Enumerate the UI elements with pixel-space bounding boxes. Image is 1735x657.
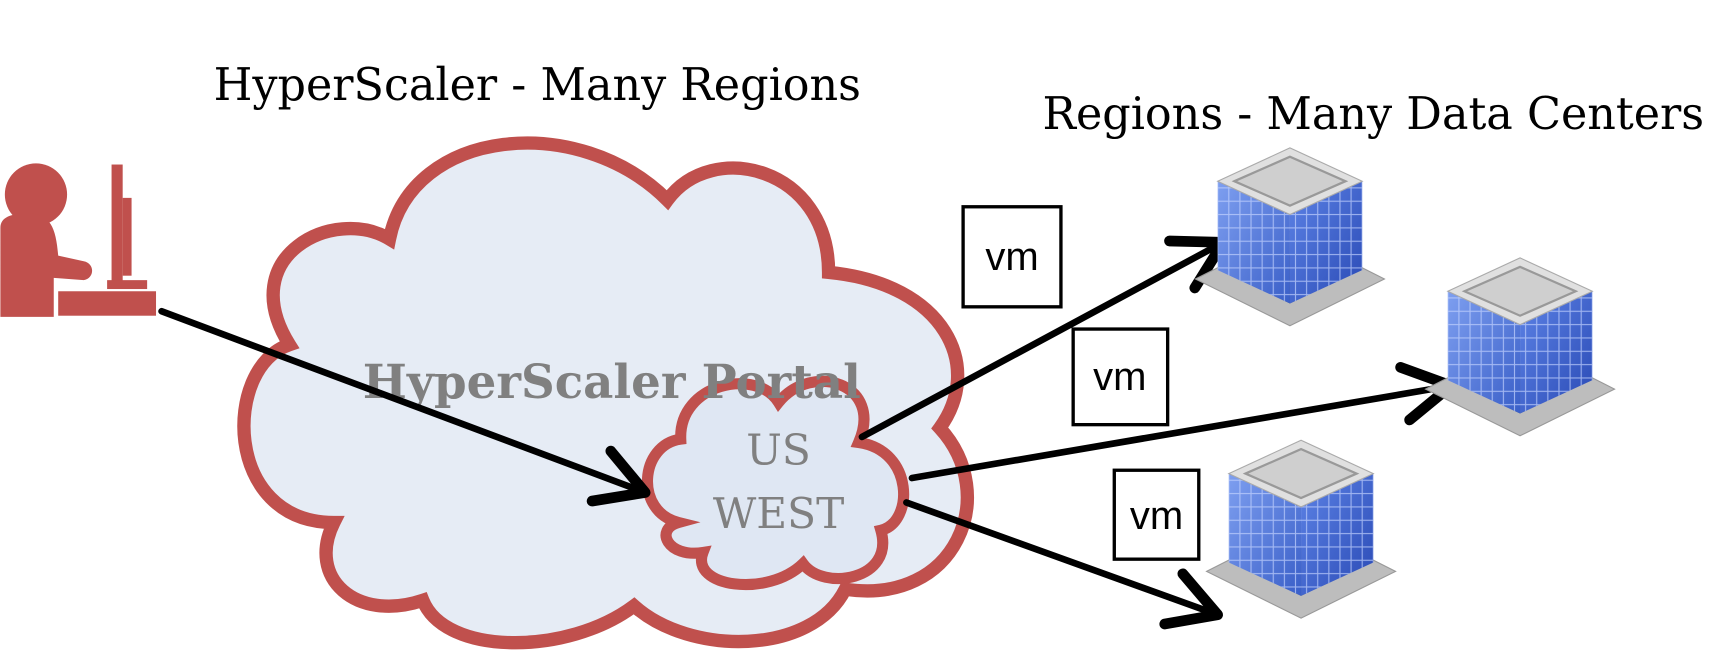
region-label-west: WEST	[713, 489, 844, 538]
region-label-us: US	[746, 426, 811, 475]
data-center-building-icon	[1194, 146, 1386, 327]
vm-box: vm	[1071, 327, 1170, 427]
vm-box: vm	[1112, 468, 1201, 561]
region-to-datacenter-1-arrow	[858, 235, 1229, 441]
vm-label: vm	[1130, 494, 1183, 538]
regions-title: Regions - Many Data Centers	[1042, 89, 1704, 140]
hyperscaler-title: HyperScaler - Many Regions	[214, 60, 861, 111]
data-center-building-icon	[1205, 439, 1397, 620]
portal-label: HyperScaler Portal	[363, 355, 861, 410]
vm-label: vm	[985, 235, 1038, 279]
vm-box: vm	[961, 205, 1063, 309]
user-to-region-arrow	[158, 307, 651, 507]
user-at-computer-icon	[0, 163, 157, 317]
us-west-region-cloud	[641, 375, 910, 590]
data-center-building-icon	[1424, 256, 1616, 437]
region-to-datacenter-3-arrow	[903, 499, 1224, 630]
vm-label: vm	[1093, 355, 1146, 399]
region-to-datacenter-2-arrow	[908, 361, 1457, 482]
